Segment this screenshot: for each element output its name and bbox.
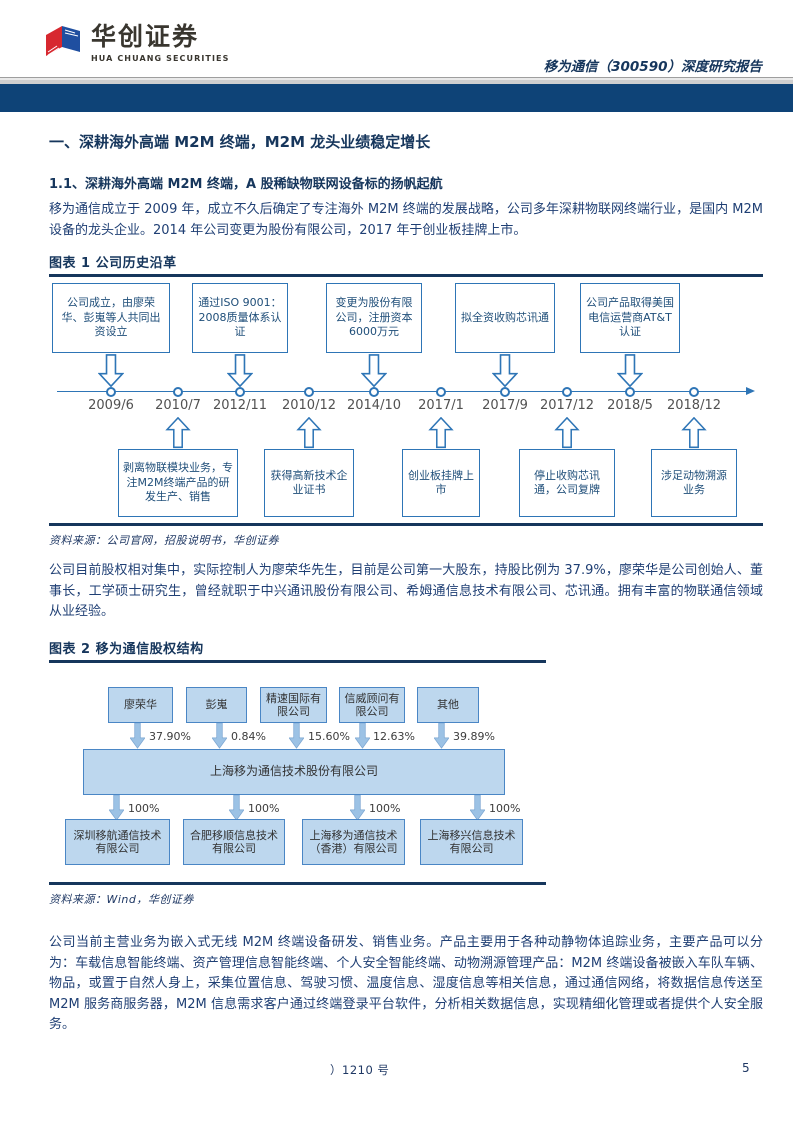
figure2-caption-rule: [49, 660, 546, 663]
subsidiary-box: 合肥移顺信息技术有限公司: [183, 819, 285, 865]
timeline-date: 2017/12: [539, 398, 594, 413]
brand-name-cn: 华创证券: [91, 22, 200, 51]
subsidiary-box: 深圳移航通信技术有限公司: [65, 819, 170, 865]
timeline-date: 2017/9: [482, 398, 528, 413]
timeline-event-box: 剥离物联模块业务，专注M2M终端产品的研发生产、销售: [118, 449, 238, 517]
timeline-date: 2010/7: [155, 398, 201, 413]
timeline-event-box: 获得高新技术企业证书: [264, 449, 354, 517]
shareholder-box: 廖荣华: [108, 687, 173, 723]
timeline-dot: [304, 387, 314, 397]
timeline-dot: [562, 387, 572, 397]
timeline-axis: [57, 391, 747, 392]
ownership-percent: 100%: [128, 802, 160, 815]
figure2-caption: 图表 2 移为通信股权结构: [49, 638, 763, 663]
block-arrow-up-icon: [165, 417, 191, 453]
figure1-caption-text: 图表 1 公司历史沿革: [49, 256, 177, 271]
paragraph-company-intro: 移为通信成立于 2009 年，成立不久后确定了专注海外 M2M 终端的发展战略，…: [49, 202, 763, 238]
block-arrow-up-icon: [428, 417, 454, 453]
report-title: 移为通信（300590）深度研究报告: [543, 59, 762, 75]
timeline-dot: [173, 387, 183, 397]
timeline-date: 2010/12: [281, 398, 336, 413]
block-arrow-up-icon: [296, 417, 322, 453]
subsection-heading: 1.1、深耕海外高端 M2M 终端，A 股稀缺物联网设备标的扬帆起航: [49, 177, 443, 192]
timeline-event-box: 通过ISO 9001：2008质量体系认证: [192, 283, 288, 353]
timeline-axis-arrowhead-icon: [746, 387, 755, 395]
figure1-caption: 图表 1 公司历史沿革: [49, 252, 763, 277]
timeline-date: 2014/10: [346, 398, 401, 413]
timeline-dot: [369, 387, 379, 397]
subsidiary-box: 上海移为通信技术（香港）有限公司: [302, 819, 405, 865]
timeline-dot: [500, 387, 510, 397]
ownership-percent: 37.90%: [149, 730, 191, 743]
header-logo: 华创证券 HUA CHUANG SECURITIES: [45, 22, 229, 68]
figure1-history-timeline: 公司成立，由廖荣华、彭嵬等人共同出资设立 通过ISO 9001：2008质量体系…: [49, 277, 763, 547]
timeline-date: 2009/6: [88, 398, 134, 413]
block-arrow-up-icon: [554, 417, 580, 453]
footer-license-text: ）1210 号: [330, 1063, 390, 1077]
timeline-dot: [625, 387, 635, 397]
figure1-bottom-rule: [49, 523, 763, 526]
timeline-date: 2018/5: [607, 398, 653, 413]
timeline-event-box: 公司产品取得美国电信运营商AT&T认证: [580, 283, 680, 353]
ownership-percent: 100%: [369, 802, 401, 815]
ownership-percent: 15.60%: [308, 730, 350, 743]
timeline-event-box: 涉足动物溯源业务: [651, 449, 737, 517]
timeline-event-box: 停止收购芯讯通，公司复牌: [519, 449, 615, 517]
section-heading: 一、深耕海外高端 M2M 终端，M2M 龙头业绩稳定增长: [49, 133, 431, 151]
timeline-event-box: 变更为股份有限公司，注册资本6000万元: [326, 283, 422, 353]
timeline-dot: [689, 387, 699, 397]
ownership-percent: 12.63%: [373, 730, 415, 743]
brand-name-en: HUA CHUANG SECURITIES: [91, 54, 230, 63]
timeline-event-box: 公司成立，由廖荣华、彭嵬等人共同出资设立: [52, 283, 170, 353]
figure1-source: 资料来源：公司官网，招股说明书，华创证券: [49, 534, 279, 547]
figure2-equity-structure: 廖荣华 彭嵬 精速国际有限公司 信威顾问有限公司 其他 37.90% 0.84%…: [49, 660, 763, 915]
figure2-caption-text: 图表 2 移为通信股权结构: [49, 642, 204, 657]
header-divider: [0, 77, 793, 84]
timeline-dot: [235, 387, 245, 397]
footer-page-number: 5: [742, 1061, 751, 1075]
timeline-date: 2017/1: [418, 398, 464, 413]
paragraph-business: 公司当前主营业务为嵌入式无线 M2M 终端设备研发、销售业务。产品主要用于各种动…: [49, 935, 763, 1032]
huachuang-logo-icon: [45, 22, 83, 68]
timeline-dot: [436, 387, 446, 397]
paragraph-shareholding: 公司目前股权相对集中，实际控制人为廖荣华先生，目前是公司第一大股东，持股比例为 …: [49, 563, 763, 619]
ownership-percent: 100%: [489, 802, 521, 815]
ownership-percent: 0.84%: [231, 730, 266, 743]
shareholder-box: 其他: [417, 687, 479, 723]
figure2-source: 资料来源：Wind，华创证券: [49, 893, 194, 906]
shareholder-box: 信威顾问有限公司: [339, 687, 405, 723]
ownership-percent: 100%: [248, 802, 280, 815]
timeline-date: 2012/11: [212, 398, 267, 413]
header-banner: [0, 84, 793, 112]
figure1-caption-rule: [49, 274, 763, 277]
subsidiary-box: 上海移兴信息技术有限公司: [420, 819, 523, 865]
shareholder-box: 精速国际有限公司: [260, 687, 327, 723]
timeline-dot: [106, 387, 116, 397]
timeline-event-box: 创业板挂牌上市: [402, 449, 480, 517]
timeline-date: 2018/12: [666, 398, 721, 413]
parent-company-box: 上海移为通信技术股份有限公司: [83, 749, 505, 795]
ownership-percent: 39.89%: [453, 730, 495, 743]
shareholder-box: 彭嵬: [186, 687, 247, 723]
figure2-bottom-rule: [49, 882, 546, 885]
block-arrow-up-icon: [681, 417, 707, 453]
timeline-event-box: 拟全资收购芯讯通: [455, 283, 555, 353]
